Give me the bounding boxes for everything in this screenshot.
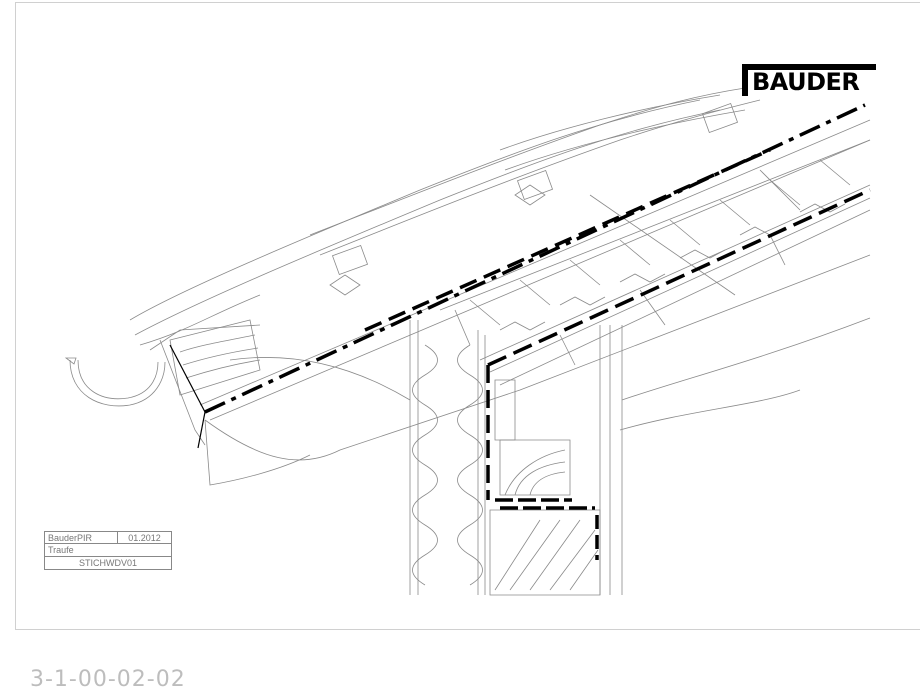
bauder-logo: BAUDER — [742, 64, 876, 96]
insulation-layers — [439, 139, 871, 386]
drawing-number: 3-1-00-02-02 — [30, 667, 186, 692]
roof-tiles — [129, 87, 761, 346]
fasteners — [454, 169, 801, 366]
wall-section — [204, 254, 871, 596]
code-cell: STICHWDV01 — [44, 556, 172, 570]
membrane — [204, 103, 871, 560]
drawing-frame — [15, 2, 920, 630]
detail-cell: Traufe — [44, 543, 172, 557]
logo-text: BAUDER — [752, 68, 860, 96]
battens — [169, 119, 871, 421]
title-block: BauderPIR 01.2012 Traufe STICHWDV01 — [44, 531, 172, 571]
gutter — [64, 324, 261, 446]
eaves-edge — [169, 344, 206, 449]
